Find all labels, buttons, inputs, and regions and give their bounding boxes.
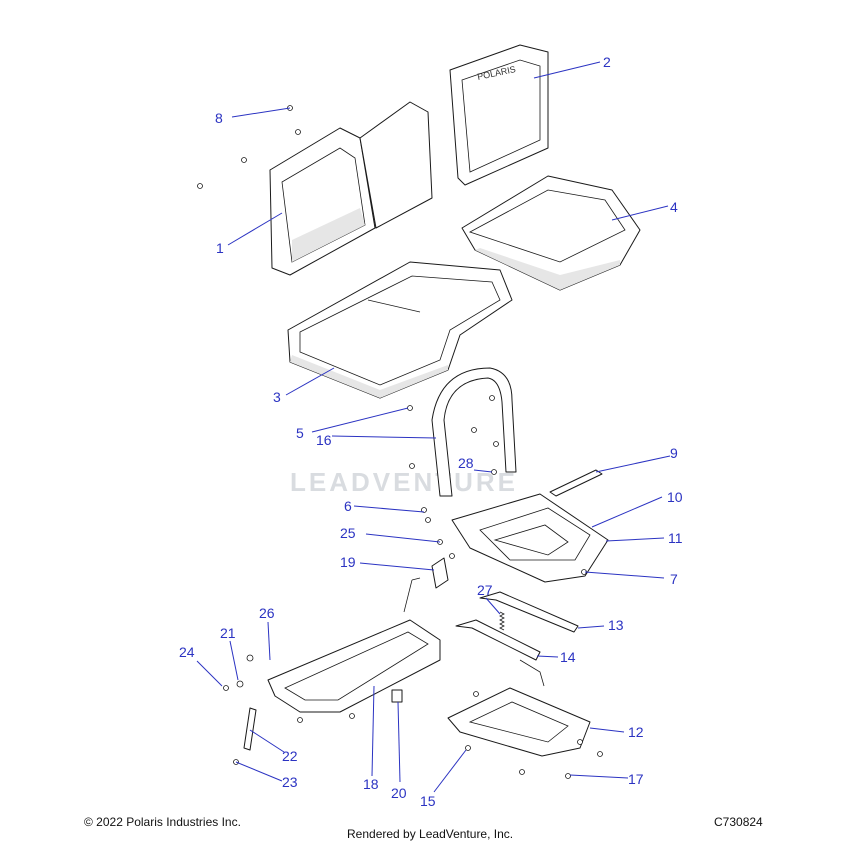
callout-25[interactable]: 25: [340, 525, 356, 541]
callout-24[interactable]: 24: [179, 644, 195, 660]
seat-back-left: [269, 101, 433, 276]
callout-27[interactable]: 27: [477, 582, 493, 598]
seat-bottom-bench: [287, 261, 513, 399]
callout-6[interactable]: 6: [344, 498, 352, 514]
callout-26[interactable]: 26: [259, 605, 275, 621]
callout-4[interactable]: 4: [670, 199, 678, 215]
callout-8[interactable]: 8: [215, 110, 223, 126]
callout-20[interactable]: 20: [391, 785, 407, 801]
callout-1[interactable]: 1: [216, 240, 224, 256]
spring: [499, 611, 505, 631]
callout-10[interactable]: 10: [667, 489, 683, 505]
callout-16[interactable]: 16: [316, 432, 332, 448]
release-handle: [519, 659, 545, 687]
callout-7[interactable]: 7: [670, 571, 678, 587]
callout-23[interactable]: 23: [282, 774, 298, 790]
strap-bracket: [549, 469, 603, 497]
callout-19[interactable]: 19: [340, 554, 356, 570]
slide-rail-upper: [479, 591, 579, 633]
callout-28[interactable]: 28: [458, 455, 474, 471]
rendered-by-text: Rendered by LeadVenture, Inc.: [347, 827, 514, 841]
bushing: [391, 689, 403, 703]
seat-base-plate: [451, 493, 609, 583]
callout-2[interactable]: 2: [603, 54, 611, 70]
gas-strut: [243, 707, 257, 751]
callout-21[interactable]: 21: [220, 625, 236, 641]
callout-22[interactable]: 22: [282, 748, 298, 764]
fasteners: [197, 105, 603, 779]
callout-17[interactable]: 17: [628, 771, 644, 787]
copyright-text: © 2022 Polaris Industries Inc.: [84, 815, 241, 829]
callout-3[interactable]: 3: [273, 389, 281, 405]
callout-11[interactable]: 11: [668, 530, 683, 546]
callout-13[interactable]: 13: [608, 617, 624, 633]
callout-18[interactable]: 18: [363, 776, 379, 792]
slide-rail-lower: [455, 619, 541, 661]
callout-9[interactable]: 9: [670, 445, 678, 461]
leader-lines: [196, 61, 671, 793]
diagram-id: C730824: [714, 815, 763, 829]
seat-back-right: POLARIS: [449, 44, 549, 186]
watermark: LEADVENTURE: [290, 467, 518, 497]
callout-labels: 1 2 3 4 5 6 7 8 9 10 11 12 13 14 15 16 1…: [179, 54, 683, 809]
mount-plate: [447, 687, 591, 757]
seat-frame-tube: [431, 367, 517, 497]
callout-15[interactable]: 15: [420, 793, 436, 809]
callout-5[interactable]: 5: [296, 425, 304, 441]
pivot-bracket: [431, 557, 449, 589]
lower-frame: [267, 577, 441, 713]
callout-14[interactable]: 14: [560, 649, 576, 665]
callout-12[interactable]: 12: [628, 724, 644, 740]
seat-bottom-right: [461, 175, 641, 291]
